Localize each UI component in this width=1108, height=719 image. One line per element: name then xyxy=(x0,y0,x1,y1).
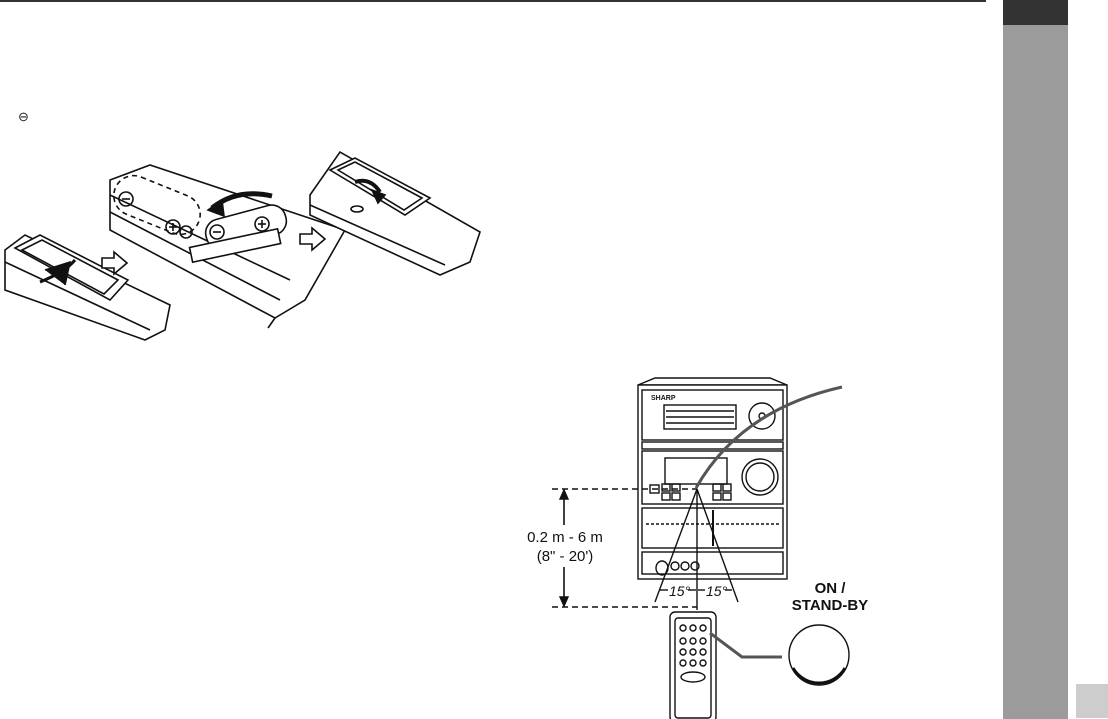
top-rule xyxy=(0,0,986,2)
button-pointer-line xyxy=(709,631,782,659)
section-tab-header xyxy=(1003,0,1068,25)
distance-metric: 0.2 m - 6 m xyxy=(527,529,603,546)
distance-imperial: (8" - 20') xyxy=(536,548,594,565)
minus-symbol: ⊖ xyxy=(18,109,29,124)
angle-left-label: 15° xyxy=(669,583,691,599)
sensor-pointer-line xyxy=(694,385,843,489)
arrow-down-icon xyxy=(558,596,570,608)
on-standby-line2: STAND-BY xyxy=(791,597,869,614)
stereo-unit xyxy=(637,377,788,580)
page-number-box xyxy=(1076,684,1108,718)
section-side-tab xyxy=(1003,25,1068,719)
arrow-icon xyxy=(299,226,327,252)
arrow-icon xyxy=(101,250,129,276)
remote-battery-compartment xyxy=(109,164,347,329)
remote-control xyxy=(669,611,717,719)
on-standby-button-illustration xyxy=(788,624,850,686)
remote-open-cover xyxy=(4,234,171,341)
angle-right-label: 15° xyxy=(706,583,728,599)
brand-logo: SHARP xyxy=(651,395,676,402)
on-standby-label: ON / STAND-BY xyxy=(775,580,885,614)
arrow-up-icon xyxy=(558,488,570,500)
remote-closed-cover xyxy=(309,150,481,276)
on-standby-line1: ON / xyxy=(814,580,846,597)
distance-label: 0.2 m - 6 m (8" - 20') xyxy=(490,528,640,566)
